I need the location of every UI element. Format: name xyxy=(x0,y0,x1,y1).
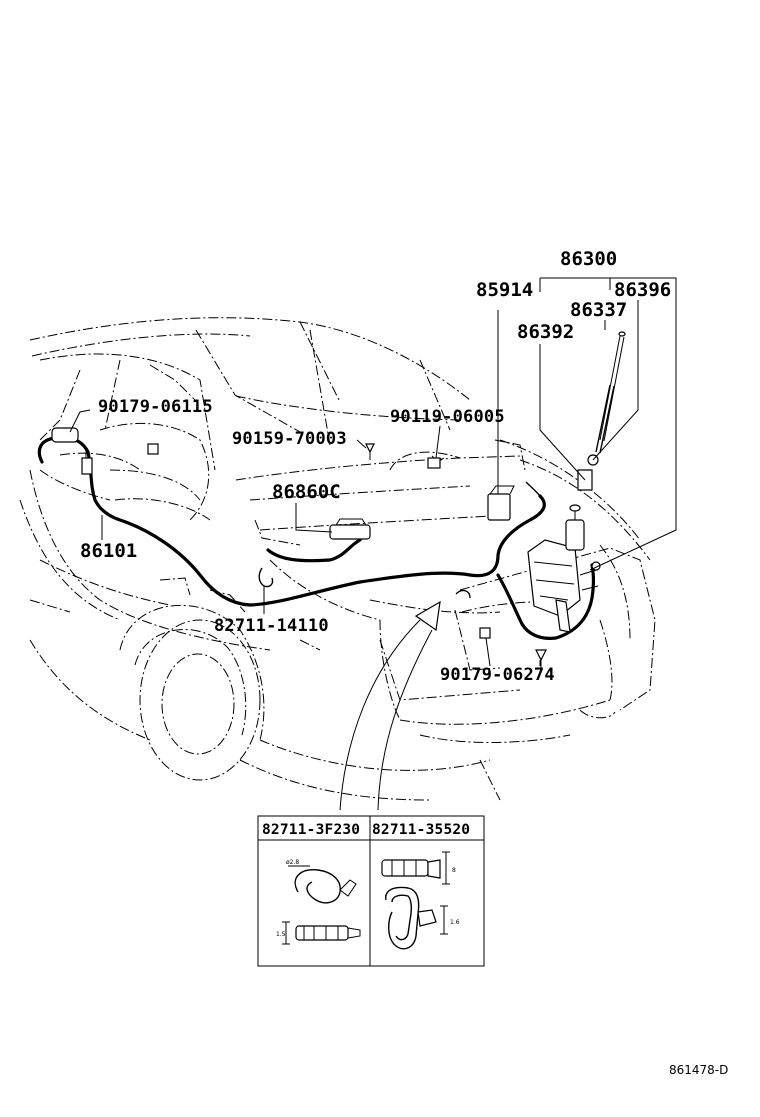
leader-lines xyxy=(69,277,677,667)
label-86860C: 86860C xyxy=(272,481,341,503)
label-90119-06005: 90119-06005 xyxy=(390,407,505,427)
label-86396: 86396 xyxy=(614,279,671,301)
bracket-85914 xyxy=(487,493,511,521)
car-body-outline xyxy=(19,317,656,801)
dim-d4: 1.6 xyxy=(450,919,460,926)
label-90179-06115: 90179-06115 xyxy=(98,397,213,417)
inset-label-left: 82711-3F230 xyxy=(262,822,360,838)
antenna-cable xyxy=(37,435,596,640)
seat-clip xyxy=(147,443,159,455)
clip-90179-06274-a xyxy=(479,627,491,639)
screw-90179-06274-head xyxy=(535,649,547,662)
label-82711-14110: 82711-14110 xyxy=(214,616,329,636)
inset-label-right: 82711-35520 xyxy=(372,822,470,838)
dim-d3: 8 xyxy=(452,867,456,874)
dim-d2: 1.5 xyxy=(276,931,286,938)
label-90159-70003: 90159-70003 xyxy=(232,429,347,449)
front-connector xyxy=(51,427,79,443)
hardware-parts xyxy=(51,331,626,668)
label-86101: 86101 xyxy=(80,540,137,562)
inset-callout-arrow xyxy=(339,600,441,811)
antenna-mast-86392 xyxy=(595,331,626,454)
clamp-rear-a xyxy=(455,589,471,599)
clamp-82711-14110 xyxy=(258,567,274,588)
diagram-reference: 861478-D xyxy=(669,1063,728,1077)
dim-d1: ø2.8 xyxy=(286,859,299,866)
amplifier-body xyxy=(329,524,371,540)
screw-90159-70003-head xyxy=(365,443,375,454)
motor-antenna-86300 xyxy=(527,504,601,633)
inset-frame xyxy=(257,815,485,967)
clamp-detail-inset: 82711-3F230 82711-35520 ø2.8 1.5 8 xyxy=(257,815,485,967)
label-85914: 85914 xyxy=(476,279,533,301)
part-labels: 86300 85914 86396 86337 86392 90179-0611… xyxy=(80,248,671,685)
clamp-82711-3F230-drawing: ø2.8 1.5 xyxy=(276,859,361,945)
label-86300: 86300 xyxy=(560,248,617,270)
clip-90119-06005-body xyxy=(427,457,441,469)
clip-90179-06115-body xyxy=(81,457,93,475)
clamp-82711-35520-drawing: 8 1.6 xyxy=(381,851,460,950)
label-90179-06274: 90179-06274 xyxy=(440,665,555,685)
label-86337: 86337 xyxy=(570,299,627,321)
label-86392: 86392 xyxy=(517,321,574,343)
